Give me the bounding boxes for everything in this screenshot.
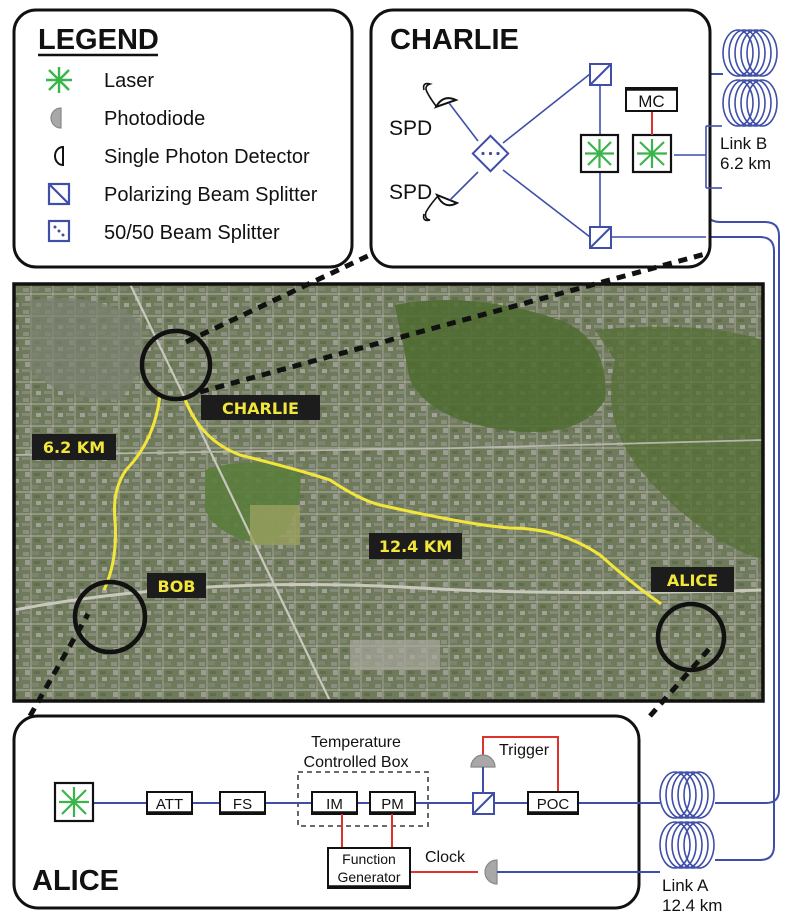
laser-icon <box>46 67 72 93</box>
legend-label-photodiode: Photodiode <box>104 108 205 130</box>
link-b-line2: 6.2 km <box>720 154 771 173</box>
route-charlie-alice <box>182 396 662 606</box>
clock-photodiode-icon <box>484 859 498 885</box>
function-generator-box: Function Generator <box>327 847 411 889</box>
function-generator-line2: Generator <box>337 869 400 885</box>
spd-top-icon <box>422 82 479 142</box>
link-a-line2: 12.4 km <box>662 896 722 915</box>
beam-splitter-50-50-icon <box>47 219 71 243</box>
charlie-pbs-top-icon <box>589 63 612 86</box>
function-generator-line1: Function <box>342 851 396 867</box>
alice-map-label: ALICE <box>667 571 718 590</box>
mc-label: MC <box>638 92 664 111</box>
alice-electrical-lines <box>341 736 559 873</box>
charlie-50-50-beam-splitter-icon <box>471 134 510 173</box>
charlie-laser-right-icon <box>631 133 673 174</box>
route-charlie-bob <box>102 394 162 591</box>
fs-label: FS <box>233 796 252 813</box>
im-box: IM <box>311 791 358 815</box>
fs-box: FS <box>219 791 266 815</box>
alice-map-box <box>651 567 734 592</box>
distance-bob-label: 6.2 KM <box>43 438 105 457</box>
spd-bottom-icon <box>422 171 479 222</box>
trigger-photodiode-icon <box>470 754 496 768</box>
legend-label-pbs: Polarizing Beam Splitter <box>104 184 318 206</box>
legend-title: LEGEND <box>38 24 159 56</box>
link-b-line1: Link B <box>720 134 767 153</box>
polarizing-beam-splitter-icon <box>47 182 71 206</box>
site-circle-bob <box>72 579 148 655</box>
bob-map-box <box>147 573 206 598</box>
distance-bob-box <box>32 434 116 460</box>
fiber-spool-link-b <box>722 29 778 127</box>
clock-label: Clock <box>425 849 466 866</box>
distance-alice-label: 12.4 KM <box>379 537 452 556</box>
single-photon-detector-icon <box>54 145 64 167</box>
charlie-title: CHARLIE <box>390 24 519 56</box>
alice-pbs-icon <box>472 792 495 815</box>
site-circle-alice <box>655 601 727 673</box>
photodiode-icon <box>50 107 62 129</box>
att-box: ATT <box>146 791 193 815</box>
poc-box: POC <box>527 791 579 815</box>
poc-label: POC <box>537 796 570 813</box>
charlie-pbs-bottom-icon <box>589 226 612 249</box>
temperature-controlled-box <box>297 771 429 827</box>
map-terrain <box>14 284 763 701</box>
spd-bottom-label: SPD <box>389 181 432 204</box>
charlie-map-label: CHARLIE <box>222 399 299 418</box>
alice-laser-icon <box>53 781 95 823</box>
legend-panel <box>12 8 354 269</box>
att-label: ATT <box>156 796 183 813</box>
legend-label-spd: Single Photon Detector <box>104 146 310 168</box>
trigger-label: Trigger <box>499 742 550 759</box>
distance-alice-box <box>369 533 462 559</box>
site-circle-charlie <box>139 328 213 402</box>
fiber-spool-link-a <box>659 771 715 869</box>
im-label: IM <box>326 796 343 813</box>
mc-box: MC <box>625 87 678 112</box>
temperature-label-line2: Controlled Box <box>304 754 409 771</box>
charlie-map-box <box>201 395 320 420</box>
fiber-link-a-run <box>612 236 775 861</box>
legend-label-bs: 50/50 Beam Splitter <box>104 222 280 244</box>
map-panel <box>12 282 765 703</box>
alice-title: ALICE <box>32 865 119 897</box>
bob-map-label: BOB <box>158 577 196 596</box>
link-a-line1: Link A <box>662 876 709 895</box>
charlie-laser-left-icon <box>579 133 620 174</box>
pm-label: PM <box>381 796 404 813</box>
temperature-label-line1: Temperature <box>311 734 401 751</box>
pm-box: PM <box>369 791 416 815</box>
legend-label-laser: Laser <box>104 70 154 92</box>
spd-top-label: SPD <box>389 117 432 140</box>
